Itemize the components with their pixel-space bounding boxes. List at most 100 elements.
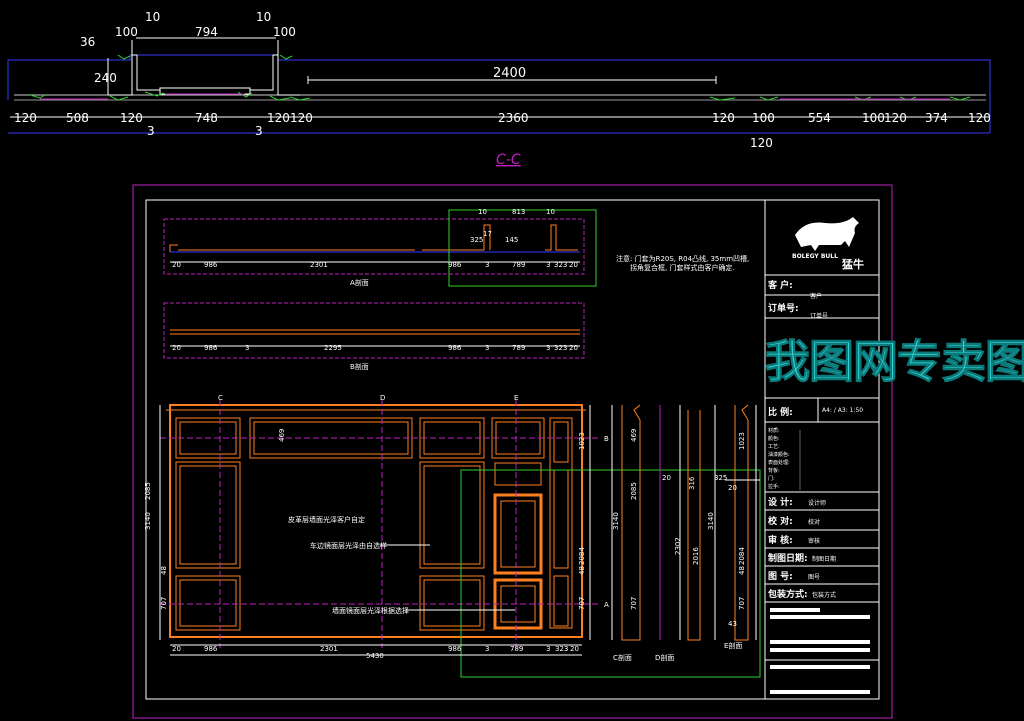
dim-top-10b: 10 [256, 10, 271, 24]
elev-note-2: 车边镜面层光泽由自选样 [310, 541, 387, 550]
d-dim-0: 20 [662, 474, 671, 482]
spec-4: 表面处理: [768, 459, 790, 466]
c-dim-0: 469 [630, 429, 638, 442]
b-section-labels: 20 986 3 2295 986 3 789 3 323 20 B剖面 [172, 344, 578, 371]
dim-b-8: 100 [752, 111, 775, 125]
watermark: 我图网专卖图库 [764, 335, 1024, 389]
tb-label-client: 客 户: [767, 279, 793, 291]
tb-value-review: 审核 [808, 537, 820, 545]
spec-2: 工艺: [768, 444, 780, 450]
a-dim-3: 986 [448, 261, 462, 269]
c-dim-1: 2085 [630, 482, 638, 500]
dim-b-7: 120 [712, 111, 735, 125]
a-detail-0: 10 [478, 208, 487, 216]
sheet-outer-border [132, 184, 893, 719]
dim-b-13: 120 [968, 111, 991, 125]
section-plan [7, 37, 991, 134]
c-section-label: C剖面 [613, 653, 632, 662]
e-dim-1: 986 [204, 645, 218, 653]
sheet-inner-border [145, 199, 880, 700]
b-section-label: B剖面 [350, 362, 369, 371]
e-dim-4: 3 [485, 645, 489, 653]
spec-7: 拉手: [768, 483, 780, 490]
tb-label-check: 校 对: [768, 515, 793, 527]
right-dim-0: 1023 [578, 432, 586, 450]
e-dim-0: 20 [172, 645, 181, 653]
note-line-1: 注意: 门套为R20S, R04凸线, 35mm凹槽, [616, 254, 749, 263]
section-title: C-C [496, 152, 521, 168]
left-dim-3: 707 [160, 597, 168, 610]
tb-value-scale: A4: / A3: 1:50 [822, 407, 863, 414]
marker-a: A [604, 601, 609, 609]
tb-label-scale: 比 例: [768, 406, 793, 418]
dim-small-3b: 3 [255, 124, 263, 138]
dim-top-240: 240 [94, 71, 117, 85]
tb-value-date: 制图日期 [812, 555, 836, 563]
sheet-note: 注意: 门套为R20S, R04凸线, 35mm凹槽, 拐角复合框, 门套样式由… [616, 254, 749, 272]
a-detail-1: 10 [546, 208, 555, 216]
a-dim-8: 20 [569, 261, 578, 269]
e-dim-7: 323 [555, 645, 568, 653]
elev-note-3: 墙面镜面层光泽根据选择 [332, 606, 409, 615]
b-dim-3: 2295 [324, 344, 342, 352]
dim-b-4: 120 [267, 111, 290, 125]
spec-0: 材质: [768, 427, 780, 434]
b-dim-6: 789 [512, 344, 525, 352]
right-dim-2: 48 [578, 566, 586, 575]
title-block [765, 217, 879, 694]
e-dim-2: 2301 [320, 645, 338, 653]
tb-label-order: 订单号: [768, 302, 799, 314]
d-dim-4: 3140 [707, 512, 715, 530]
dim-top-36: 36 [80, 35, 95, 49]
dim-b-12: 374 [925, 111, 948, 125]
c-dim-3: 707 [630, 597, 638, 610]
d-dim-3: 2016 [692, 547, 700, 565]
a-section [163, 209, 597, 287]
dim-b-1: 508 [66, 111, 89, 125]
b-dim-1: 986 [204, 344, 218, 352]
dim-b-11: 120 [884, 111, 907, 125]
logo-mark: 猛牛 [841, 257, 864, 271]
note-line-2: 拐角复合框, 门套样式由客户确定. [630, 263, 735, 272]
a-dim-1: 986 [204, 261, 218, 269]
tb-value-number: 图号 [808, 574, 820, 581]
e-side-dim-3: 2084 [738, 547, 746, 565]
tb-label-package: 包装方式: [767, 588, 808, 600]
tb-label-review: 审 核: [768, 534, 793, 546]
dim-top-10a: 10 [145, 10, 160, 24]
dim-b-6: 2360 [498, 111, 529, 125]
dim-top-100b: 100 [273, 25, 296, 39]
elev-note-1: 皮革层墙面光泽客户自定 [288, 515, 365, 524]
tb-label-design: 设 计: [768, 496, 793, 508]
e-side-dim-1: 20 [728, 484, 737, 492]
e-side-dim-6: 43 [728, 620, 737, 628]
a-section-label: A剖面 [350, 278, 369, 287]
spec-6: 门: [768, 475, 775, 482]
a-dim-7: 323 [554, 261, 567, 269]
side-section-labels: C剖面 D剖面 E剖面 469 2085 3140 707 20 316 230… [612, 429, 746, 662]
d-dim-1: 316 [688, 476, 696, 490]
tb-label-date: 制图日期: [768, 552, 808, 564]
marker-e: E [514, 394, 518, 402]
b-dim-9: 20 [569, 344, 578, 352]
tb-value-client: 客户 [810, 292, 822, 300]
a-dim-0: 20 [172, 261, 181, 269]
a-section-labels: 20 986 2301 986 3 789 3 323 20 A剖面 10 10… [172, 208, 578, 287]
dim-b-5: 120 [290, 111, 313, 125]
dim-top-794: 794 [195, 25, 218, 39]
dim-b-0: 120 [14, 111, 37, 125]
tb-value-package: 包装方式 [812, 591, 836, 599]
e-side-dim-0: 325 [714, 474, 727, 482]
a-dim-4: 3 [485, 261, 489, 269]
left-dim-0: 2085 [144, 482, 152, 500]
a-detail-4: 17 [483, 230, 492, 238]
a-detail-5: 145 [505, 236, 518, 244]
marker-d: D [380, 394, 385, 402]
e-dim-3: 986 [448, 645, 462, 653]
marker-c: C [218, 394, 223, 402]
dim-top-100a: 100 [115, 25, 138, 39]
bull-logo-icon [795, 217, 859, 251]
e-side-dim-4: 48 [738, 566, 746, 575]
b-dim-5: 3 [485, 344, 489, 352]
